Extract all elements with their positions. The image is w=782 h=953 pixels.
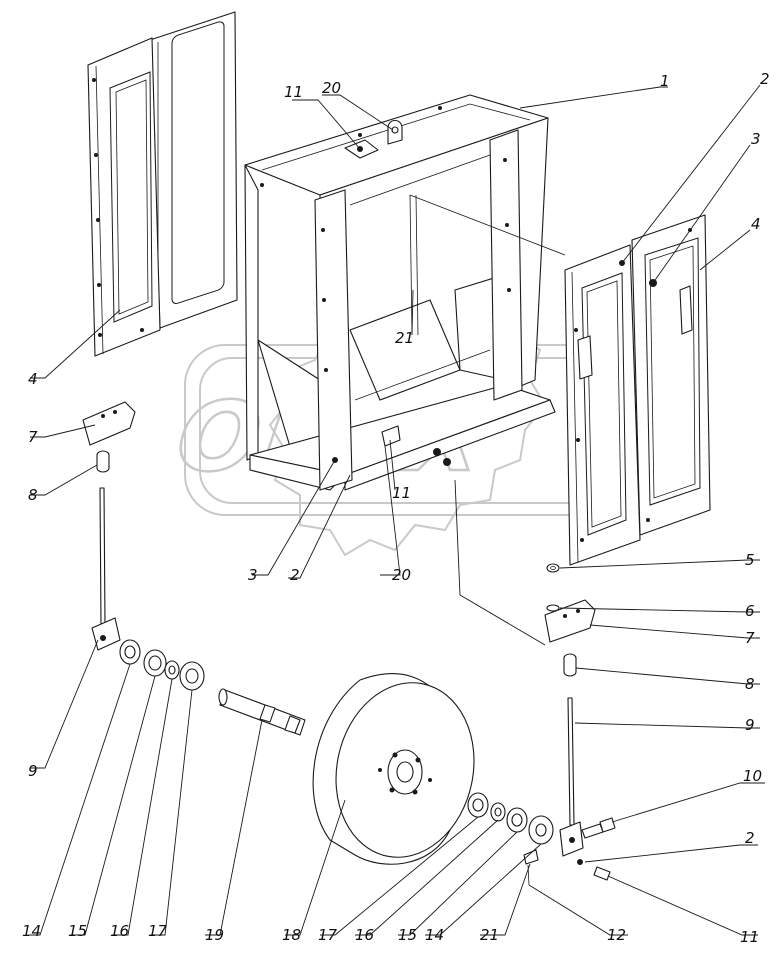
callout-4: 4 bbox=[751, 215, 761, 233]
callout-20: 20 bbox=[392, 566, 411, 584]
callout-12: 12 bbox=[607, 926, 626, 944]
callout-15: 15 bbox=[68, 922, 87, 940]
axle-shaft bbox=[218, 688, 306, 736]
right-drive-group bbox=[467, 563, 616, 886]
callout-11: 11 bbox=[284, 83, 303, 101]
callout-19: 19 bbox=[205, 926, 224, 944]
side-panel-right bbox=[564, 214, 711, 566]
callout-10: 10 bbox=[743, 767, 762, 785]
callout-4: 4 bbox=[28, 370, 38, 388]
callout-8: 8 bbox=[745, 675, 755, 693]
callout-8: 8 bbox=[28, 486, 38, 504]
callout-9: 9 bbox=[745, 716, 755, 734]
leader-lines bbox=[28, 84, 765, 936]
callout-11: 11 bbox=[740, 928, 759, 946]
callout-21: 21 bbox=[395, 329, 414, 347]
callout-17: 17 bbox=[318, 926, 338, 944]
callout-21: 21 bbox=[480, 926, 499, 944]
callout-16: 16 bbox=[355, 926, 374, 944]
callout-15: 15 bbox=[398, 926, 417, 944]
callout-14: 14 bbox=[425, 926, 444, 944]
callout-7: 7 bbox=[28, 428, 38, 446]
callout-2: 2 bbox=[745, 829, 755, 847]
callout-18: 18 bbox=[282, 926, 301, 944]
callout-11: 11 bbox=[392, 484, 411, 502]
roller-drum bbox=[312, 673, 475, 865]
hopper-frame bbox=[244, 94, 556, 491]
callout-labels: 1 2 3 4 11 20 21 4 7 8 11 20 3 2 5 6 7 8… bbox=[22, 70, 770, 946]
callout-6: 6 bbox=[745, 602, 755, 620]
callout-17: 17 bbox=[148, 922, 168, 940]
callout-3: 3 bbox=[248, 566, 258, 584]
callout-20: 20 bbox=[322, 79, 341, 97]
callout-1: 1 bbox=[660, 72, 670, 90]
callout-5: 5 bbox=[745, 551, 755, 569]
callout-2: 2 bbox=[760, 70, 770, 88]
side-panel-left bbox=[87, 11, 238, 357]
callout-9: 9 bbox=[28, 762, 38, 780]
callout-16: 16 bbox=[110, 922, 129, 940]
callout-2: 2 bbox=[290, 566, 300, 584]
callout-3: 3 bbox=[751, 130, 761, 148]
callout-14: 14 bbox=[22, 922, 41, 940]
callout-7: 7 bbox=[745, 629, 755, 647]
